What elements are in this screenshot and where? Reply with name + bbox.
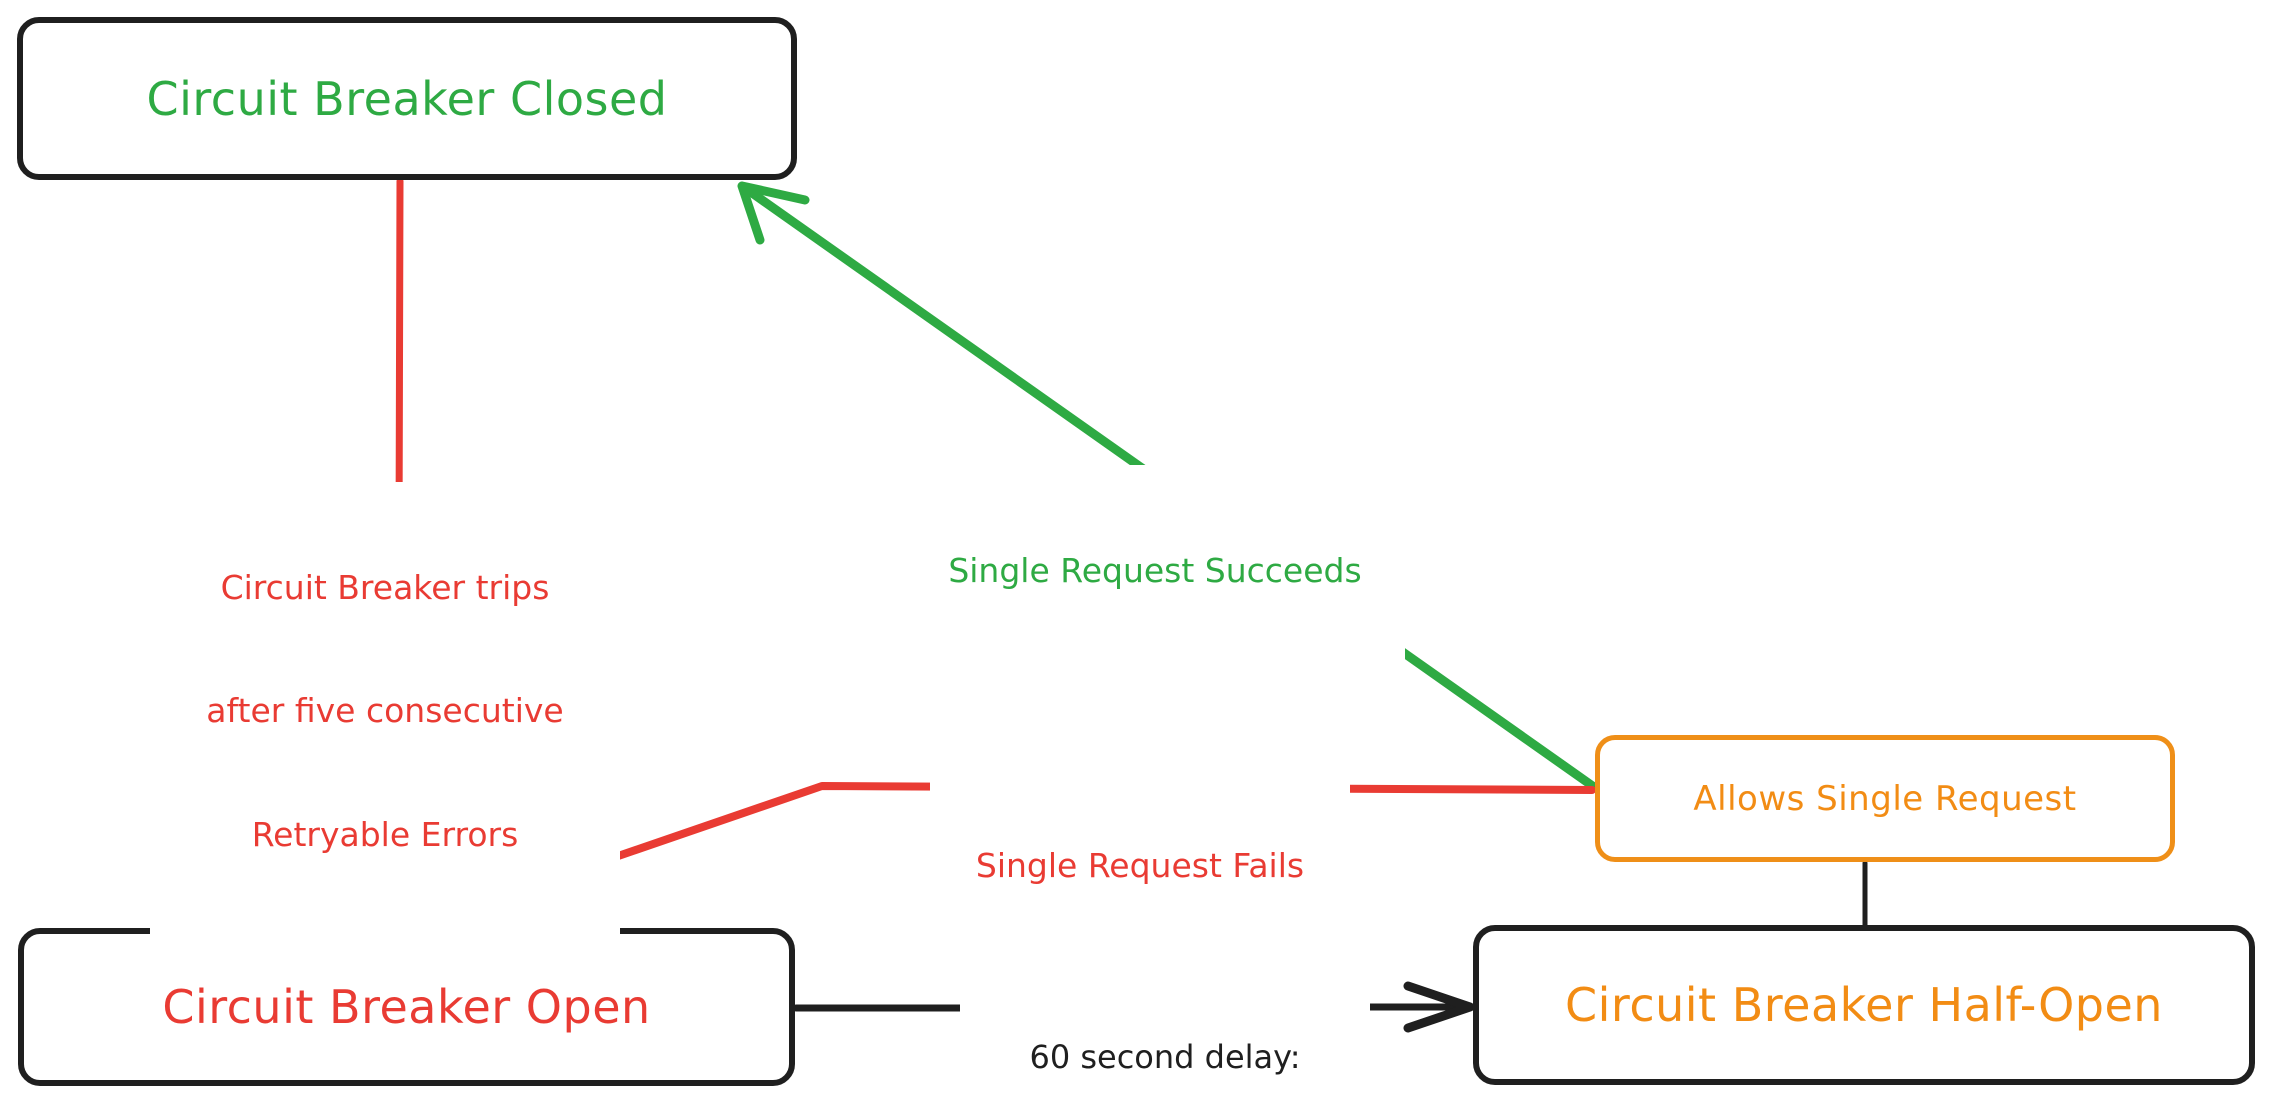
edge-label-line: Single Request Fails — [975, 845, 1305, 885]
state-node-circuit-breaker-half-open[interactable]: Circuit Breaker Half-Open — [1473, 925, 2255, 1085]
edge-label-allows-to-closed: Single Request Succeeds — [905, 465, 1405, 676]
state-node-label: Circuit Breaker Half-Open — [1565, 978, 2163, 1032]
edge-label-closed-to-open: Circuit Breaker trips after five consecu… — [150, 482, 620, 940]
state-node-circuit-breaker-open[interactable]: Circuit Breaker Open — [18, 928, 795, 1086]
edge-label-line: after five consecutive — [206, 691, 564, 731]
edge-label-line: Circuit Breaker trips — [220, 567, 550, 607]
state-node-allows-single-request[interactable]: Allows Single Request — [1595, 735, 2175, 862]
state-node-label: Circuit Breaker Closed — [146, 71, 668, 126]
edge-label-open-to-half-open: 60 second delay: No requests allowed — [960, 955, 1370, 1107]
state-node-circuit-breaker-closed[interactable]: Circuit Breaker Closed — [17, 17, 797, 180]
edge-label-line: 60 second delay: — [1029, 1038, 1301, 1076]
edge-label-line: Single Request Succeeds — [948, 550, 1362, 590]
edge-label-line: Retryable Errors — [251, 815, 519, 854]
state-node-label: Circuit Breaker Open — [162, 980, 651, 1034]
edge-label-allows-to-open: Single Request Fails — [930, 760, 1350, 971]
state-node-label: Allows Single Request — [1693, 778, 2077, 819]
